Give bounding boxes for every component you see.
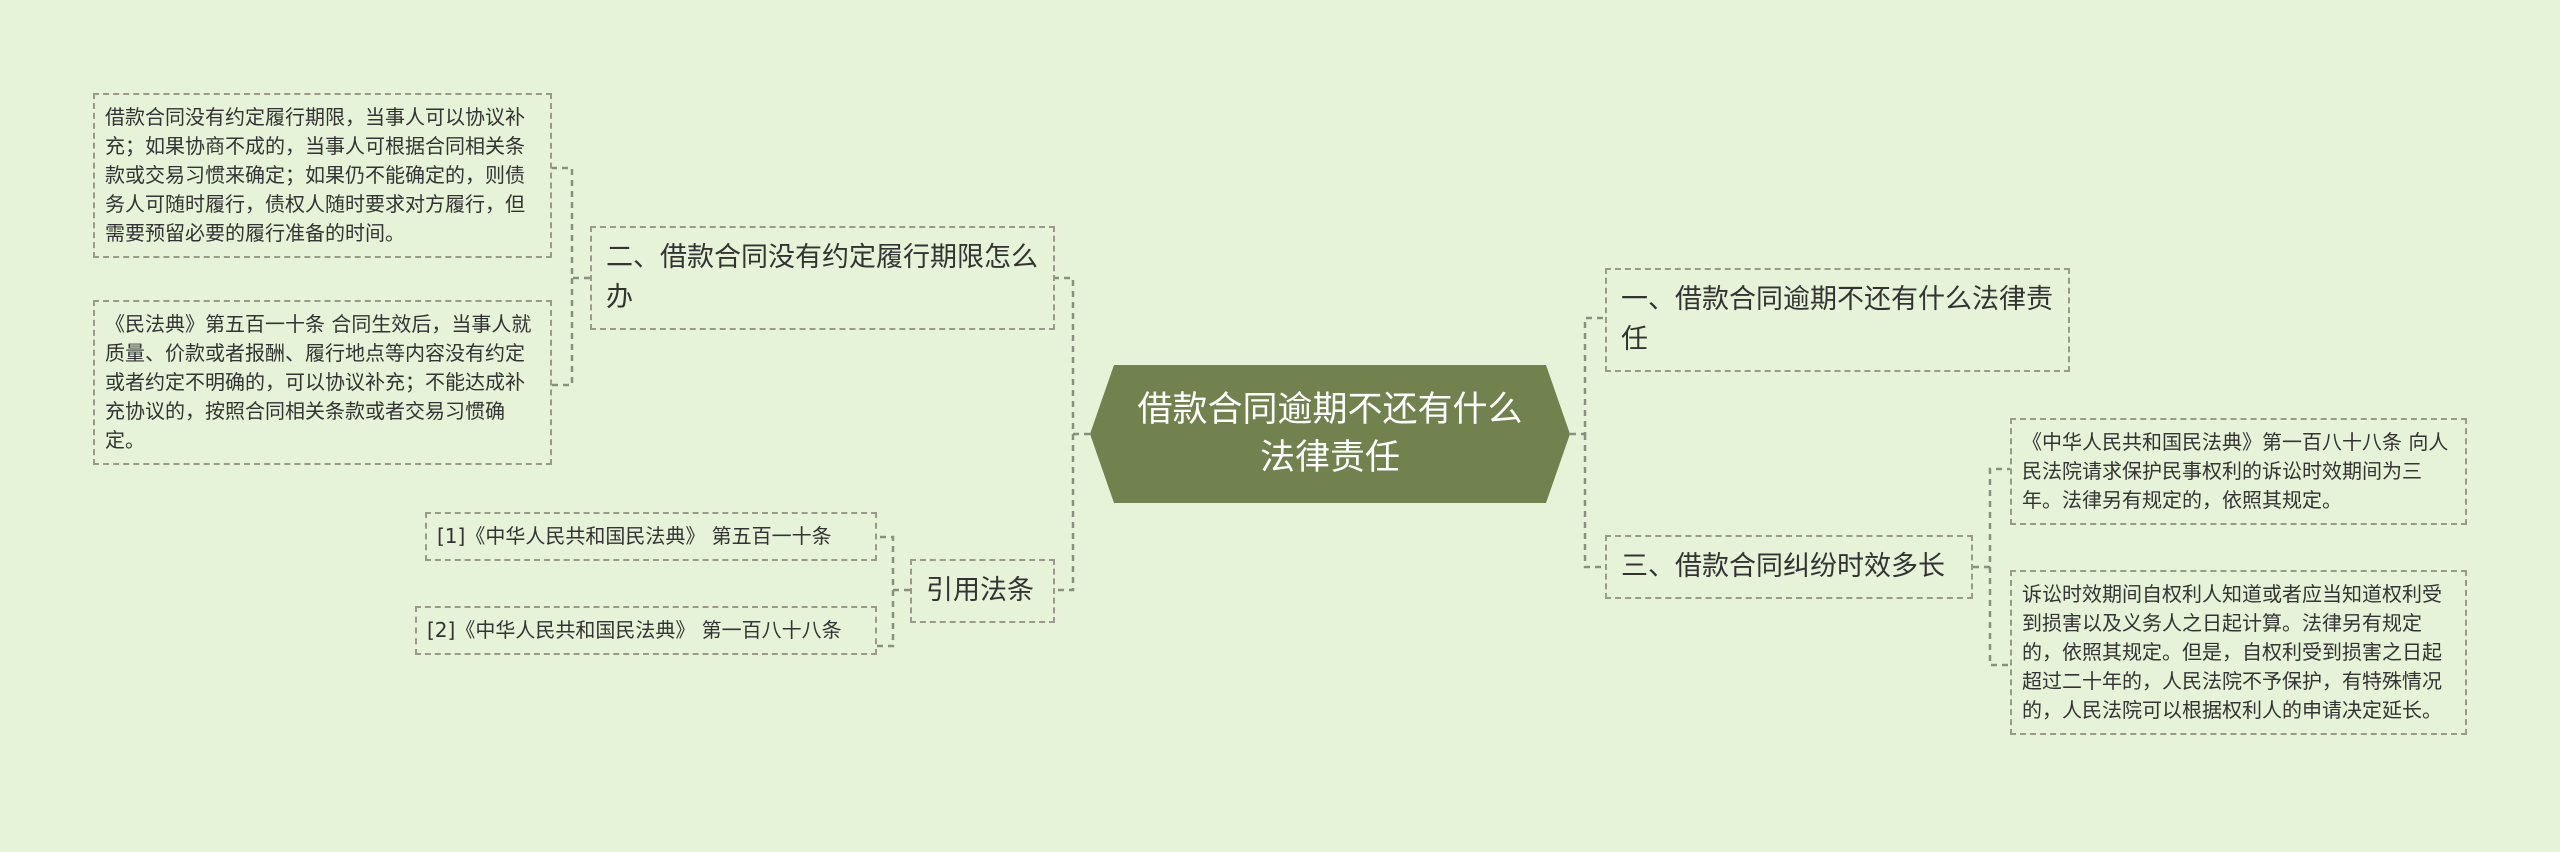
- citation-item-1[interactable]: [1]《中华人民共和国民法典》 第五百一十条: [425, 512, 877, 561]
- note-civil-code-510-text: 《民法典》第五百一十条 合同生效后，当事人就质量、价款或者报酬、履行地点等内容没…: [105, 312, 532, 452]
- branch-limitation-period-label: 三、借款合同纠纷时效多长: [1621, 551, 1945, 582]
- note-civil-code-188[interactable]: 《中华人民共和国民法典》第一百八十八条 向人民法院请求保护民事权利的诉讼时效期间…: [2010, 418, 2467, 525]
- note-civil-code-188-text: 《中华人民共和国民法典》第一百八十八条 向人民法院请求保护民事权利的诉讼时效期间…: [2022, 430, 2449, 512]
- note-agreement-supplement-text: 借款合同没有约定履行期限，当事人可以协议补充；如果协商不成的，当事人可根据合同相…: [105, 105, 525, 245]
- note-agreement-supplement[interactable]: 借款合同没有约定履行期限，当事人可以协议补充；如果协商不成的，当事人可根据合同相…: [93, 93, 552, 258]
- branch-citations-label: 引用法条: [926, 575, 1034, 606]
- branch-no-performance-period[interactable]: 二、借款合同没有约定履行期限怎么办: [590, 226, 1055, 330]
- branch-liability[interactable]: 一、借款合同逾期不还有什么法律责任: [1605, 268, 2070, 372]
- branch-liability-label: 一、借款合同逾期不还有什么法律责任: [1621, 284, 2053, 355]
- branch-limitation-period[interactable]: 三、借款合同纠纷时效多长: [1605, 535, 1973, 599]
- branch-citations[interactable]: 引用法条: [910, 559, 1055, 623]
- note-civil-code-510[interactable]: 《民法典》第五百一十条 合同生效后，当事人就质量、价款或者报酬、履行地点等内容没…: [93, 300, 552, 465]
- note-limitation-start[interactable]: 诉讼时效期间自权利人知道或者应当知道权利受到损害以及义务人之日起计算。法律另有规…: [2010, 570, 2467, 735]
- citation-item-1-text: [1]《中华人民共和国民法典》 第五百一十条: [437, 524, 832, 548]
- note-limitation-start-text: 诉讼时效期间自权利人知道或者应当知道权利受到损害以及义务人之日起计算。法律另有规…: [2022, 582, 2442, 722]
- root-topic-label: 借款合同逾期不还有什么法律责任: [1137, 390, 1523, 478]
- branch-no-performance-period-label: 二、借款合同没有约定履行期限怎么办: [606, 242, 1038, 313]
- root-topic[interactable]: 借款合同逾期不还有什么法律责任: [1090, 365, 1570, 503]
- citation-item-2[interactable]: [2]《中华人民共和国民法典》 第一百八十八条: [415, 606, 877, 655]
- citation-item-2-text: [2]《中华人民共和国民法典》 第一百八十八条: [427, 618, 842, 642]
